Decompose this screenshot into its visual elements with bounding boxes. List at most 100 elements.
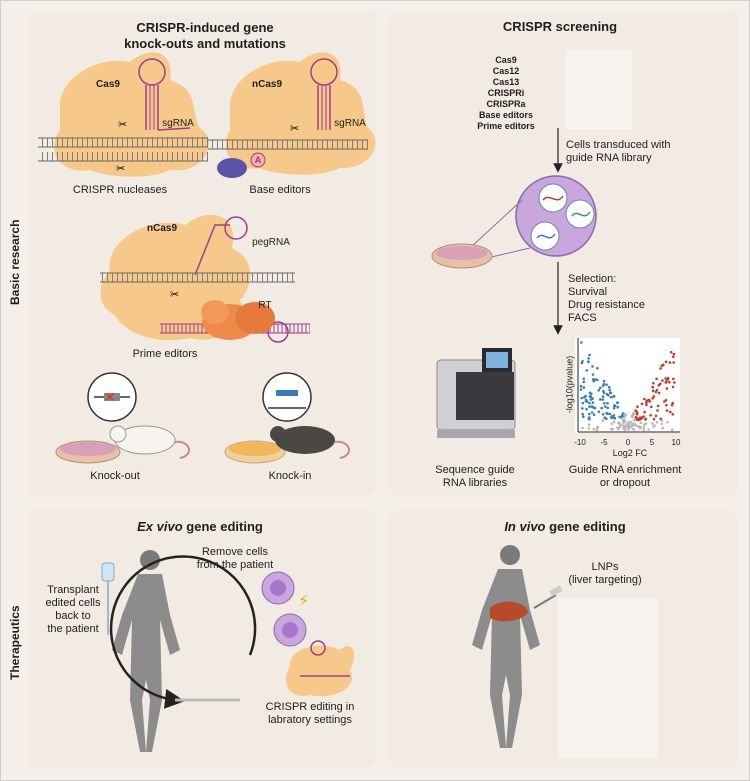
enzyme-6: Prime editors bbox=[477, 121, 535, 131]
volcano-dot bbox=[601, 395, 605, 398]
volcano-dot bbox=[620, 413, 624, 417]
volcano-dot bbox=[602, 379, 606, 383]
volcano-dot bbox=[661, 379, 664, 382]
volcano-dot bbox=[626, 427, 630, 431]
volcano-dot bbox=[617, 421, 620, 425]
volcano-dot bbox=[602, 391, 606, 395]
transplant-line3: back to bbox=[55, 610, 91, 622]
volcano-dot bbox=[611, 427, 614, 431]
volcano-dot bbox=[597, 388, 600, 392]
transduced-line1: Cells transduced with bbox=[566, 139, 671, 151]
volcano-dot bbox=[605, 383, 608, 387]
volcano-dot bbox=[591, 365, 594, 368]
base-editors-label: Base editors bbox=[249, 184, 311, 196]
enzyme-5: Base editors bbox=[478, 110, 534, 120]
volcano-dot bbox=[595, 428, 599, 432]
volcano-dot bbox=[634, 415, 638, 419]
plot-xtick-3: 5 bbox=[649, 438, 655, 447]
volcano-dot bbox=[644, 417, 647, 421]
volcano-dot bbox=[639, 421, 643, 425]
volcano-dot bbox=[581, 426, 584, 430]
volcano-dot bbox=[581, 407, 584, 410]
knockout-illustration: ✕ bbox=[55, 372, 190, 464]
crispr-nucleases-label: CRISPR nucleases bbox=[72, 184, 168, 196]
transduced-line2: guide RNA library bbox=[566, 152, 652, 164]
volcano-dot bbox=[592, 379, 595, 383]
invivo-title-italic: In vivo bbox=[504, 519, 546, 534]
volcano-dot bbox=[582, 415, 585, 419]
volcano-dot bbox=[600, 406, 603, 410]
volcano-dot bbox=[627, 423, 630, 426]
cas9-nuclease-illustration: ✂ ✂ bbox=[38, 52, 209, 177]
volcano-dot bbox=[664, 360, 668, 364]
volcano-dot bbox=[616, 401, 619, 405]
volcano-dot bbox=[650, 405, 653, 409]
volcano-dot bbox=[579, 384, 583, 388]
volcano-dot bbox=[664, 377, 667, 380]
volcano-dot bbox=[597, 410, 601, 414]
volcano-dot bbox=[587, 423, 591, 427]
volcano-dot bbox=[608, 385, 611, 389]
volcano-dot bbox=[672, 361, 675, 364]
pegrna-label: pegRNA bbox=[252, 237, 290, 248]
volcano-dot bbox=[652, 395, 656, 398]
volcano-dot bbox=[647, 428, 650, 431]
rt-label: RT bbox=[258, 300, 272, 311]
enzyme-0: Cas9 bbox=[495, 55, 517, 65]
exvivo-title-italic: Ex vivo bbox=[137, 519, 183, 534]
svg-text:✂: ✂ bbox=[118, 118, 127, 131]
volcano-dot bbox=[671, 401, 674, 405]
volcano-dot bbox=[606, 401, 609, 405]
knockin-label: Knock-in bbox=[268, 470, 312, 482]
plot-xtick-0: -10 bbox=[574, 438, 586, 447]
cas9-label: Cas9 bbox=[96, 79, 120, 90]
volcano-dot bbox=[652, 381, 655, 385]
invivo-title-rest: gene editing bbox=[545, 519, 626, 534]
volcano-dot bbox=[599, 386, 602, 390]
volcano-dot bbox=[589, 398, 593, 401]
volcano-dot bbox=[601, 384, 605, 388]
plot-xtick-4: 10 bbox=[671, 438, 681, 447]
plot-xtick-2: 0 bbox=[625, 438, 631, 447]
volcano-dot bbox=[603, 416, 607, 420]
panel-exvivo bbox=[28, 510, 376, 768]
plot-xlabel: Log2 FC bbox=[612, 448, 648, 458]
enzyme-1: Cas12 bbox=[492, 66, 520, 76]
enrich-line2: or dropout bbox=[599, 477, 651, 489]
volcano-dot bbox=[663, 400, 666, 403]
volcano-dot bbox=[583, 395, 586, 399]
volcano-dot bbox=[631, 427, 635, 431]
svg-text:✂: ✂ bbox=[116, 162, 125, 175]
volcano-dot bbox=[610, 422, 614, 426]
volcano-dot bbox=[603, 402, 606, 405]
volcano-dot bbox=[655, 421, 659, 424]
volcano-dot bbox=[588, 402, 591, 405]
volcano-dot bbox=[588, 412, 591, 416]
volcano-dot bbox=[590, 411, 594, 414]
volcano-dot bbox=[621, 421, 625, 424]
volcano-dot bbox=[582, 380, 586, 384]
selection-title: Selection: bbox=[568, 273, 617, 285]
volcano-dot bbox=[579, 388, 583, 391]
ncas9-prime-label: nCas9 bbox=[146, 223, 177, 234]
transplant-line4: the patient bbox=[47, 623, 99, 635]
knockin-illustration bbox=[224, 372, 350, 464]
volcano-dot bbox=[595, 426, 599, 429]
volcano-dot bbox=[671, 355, 675, 359]
volcano-dot bbox=[668, 361, 672, 364]
volcano-dot bbox=[612, 420, 616, 424]
volcano-dot bbox=[661, 426, 664, 430]
volcano-dot bbox=[581, 412, 584, 416]
volcano-dot bbox=[669, 410, 672, 414]
volcano-dot bbox=[636, 413, 639, 416]
volcano-dot bbox=[657, 391, 661, 395]
transplant-line1: Transplant bbox=[47, 584, 99, 596]
volcano-dot bbox=[672, 377, 675, 381]
volcano-dot bbox=[664, 381, 668, 384]
volcano-dot bbox=[668, 380, 671, 384]
invivo-title: In vivo gene editing bbox=[450, 520, 680, 533]
volcano-dot bbox=[640, 402, 644, 406]
volcano-dot bbox=[596, 366, 599, 370]
plot-xtick-1: -5 bbox=[600, 438, 608, 447]
volcano-dot bbox=[656, 409, 659, 412]
